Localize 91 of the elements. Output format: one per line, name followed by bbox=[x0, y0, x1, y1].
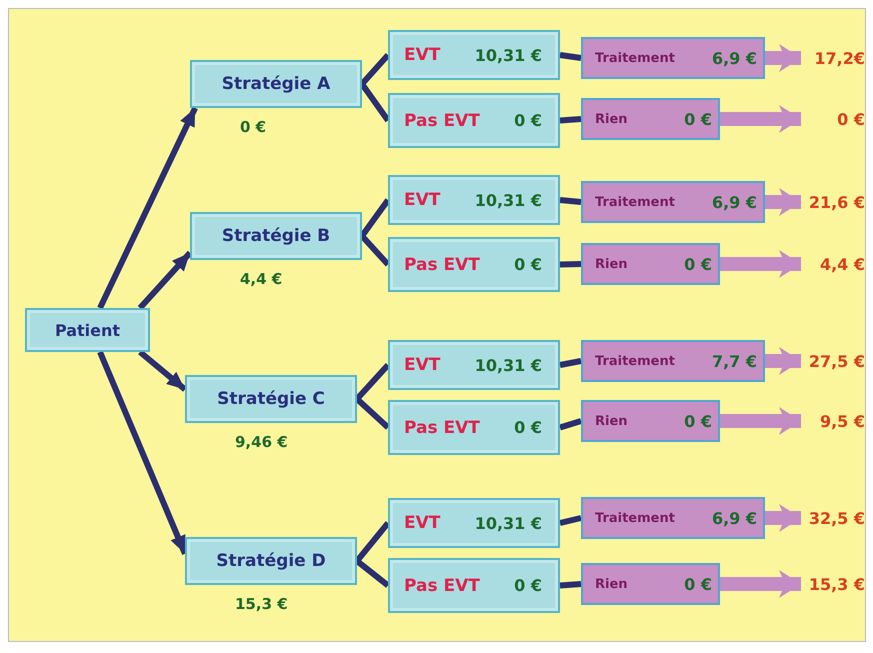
box-label: Patient bbox=[54, 320, 120, 340]
cost-value: 0 € bbox=[684, 412, 712, 430]
cost-value: 0 € bbox=[514, 255, 542, 274]
box-label: Pas EVT bbox=[404, 576, 480, 596]
cost-value: 10,31 € bbox=[474, 356, 542, 374]
box-label: Pas EVT bbox=[404, 418, 480, 438]
box-label: Pas EVT bbox=[404, 254, 480, 274]
arrow bbox=[138, 250, 192, 310]
chevron-arrow bbox=[720, 250, 801, 278]
connector-line bbox=[355, 558, 390, 588]
box-label: Traitement bbox=[595, 194, 675, 210]
outcome-box bbox=[581, 400, 720, 442]
cost-value: 10,31 € bbox=[474, 46, 542, 64]
chevron-arrow bbox=[765, 504, 801, 532]
outcome-box bbox=[581, 181, 765, 223]
cost-value: 0 € bbox=[514, 576, 542, 595]
outcome-box bbox=[581, 563, 720, 605]
cost-value: 0 € bbox=[684, 254, 712, 274]
total-cost: 15,3 € bbox=[803, 572, 865, 596]
box-label: EVT bbox=[404, 355, 440, 375]
connector-line bbox=[560, 581, 582, 588]
box-label: Pas EVT bbox=[404, 110, 480, 130]
cost-value: 6,9 € bbox=[712, 48, 757, 68]
strategy-box bbox=[185, 537, 357, 585]
connector-line bbox=[560, 116, 582, 124]
cost-value: 9,46 € bbox=[235, 433, 288, 451]
cost-value: 6,9 € bbox=[712, 192, 757, 212]
cost-value: 0 € bbox=[240, 118, 266, 136]
box-label: EVT bbox=[404, 190, 440, 210]
option-box bbox=[388, 558, 560, 613]
outcome-box bbox=[581, 497, 765, 539]
total-cost: 21,6 € bbox=[803, 190, 865, 214]
box-label: Stratégie B bbox=[222, 226, 330, 246]
cost-value: 0 € bbox=[684, 110, 712, 128]
total-cost: 17,2€ bbox=[803, 46, 865, 70]
box-label: Traitement bbox=[595, 354, 675, 368]
outcome-box bbox=[581, 243, 720, 285]
option-box bbox=[388, 93, 560, 148]
chevron-arrow bbox=[720, 407, 801, 435]
total-cost: 9,5 € bbox=[803, 409, 865, 433]
strategy-box bbox=[190, 60, 362, 108]
option-box bbox=[388, 400, 560, 455]
total-cost: 32,5 € bbox=[803, 506, 865, 530]
outcome-box bbox=[581, 37, 765, 79]
box-label: Stratégie D bbox=[216, 551, 326, 571]
box-label: Stratégie A bbox=[222, 74, 330, 94]
option-box bbox=[388, 175, 560, 225]
arrow bbox=[138, 350, 187, 392]
chevron-arrow bbox=[765, 347, 801, 375]
arrow bbox=[97, 350, 188, 555]
box-label: EVT bbox=[404, 45, 440, 65]
total-cost: 4,4 € bbox=[803, 252, 865, 276]
cost-value: 4,4 € bbox=[240, 270, 282, 288]
box-label: EVT bbox=[404, 513, 440, 533]
cost-value: 10,31 € bbox=[474, 514, 542, 532]
chevron-arrow bbox=[765, 44, 801, 72]
total-cost: 27,5 € bbox=[803, 349, 865, 373]
box-label: Rien bbox=[595, 576, 628, 592]
strategy-box bbox=[190, 212, 362, 260]
chevron-arrow bbox=[720, 570, 801, 598]
box-label: Traitement bbox=[595, 50, 675, 66]
connector-line bbox=[559, 358, 582, 368]
option-box bbox=[388, 30, 560, 80]
connector-line bbox=[559, 515, 582, 526]
option-box bbox=[388, 498, 560, 548]
option-box bbox=[388, 340, 560, 390]
option-box bbox=[388, 237, 560, 292]
start-box bbox=[25, 308, 150, 352]
box-label: Rien bbox=[595, 414, 628, 428]
connector-line bbox=[560, 52, 582, 61]
connector-line bbox=[560, 197, 582, 205]
cost-value: 15,3 € bbox=[235, 595, 288, 613]
outcome-box bbox=[581, 340, 765, 382]
box-label: Traitement bbox=[595, 510, 675, 526]
cost-value: 0 € bbox=[684, 574, 712, 594]
outcome-box bbox=[581, 98, 720, 140]
box-label: Stratégie C bbox=[217, 389, 325, 409]
arrow bbox=[97, 106, 198, 310]
cost-value: 7,7 € bbox=[712, 352, 757, 370]
chevron-arrow bbox=[720, 105, 801, 133]
cost-value: 0 € bbox=[514, 418, 542, 437]
chevron-arrow bbox=[765, 188, 801, 216]
cost-value: 6,9 € bbox=[712, 508, 757, 528]
total-cost: 0 € bbox=[803, 107, 865, 131]
connector-line bbox=[559, 418, 582, 430]
strategy-box bbox=[185, 375, 357, 423]
cost-value: 0 € bbox=[514, 111, 542, 130]
box-label: Rien bbox=[595, 112, 628, 126]
cost-value: 10,31 € bbox=[474, 190, 542, 210]
box-label: Rien bbox=[595, 256, 628, 272]
connector-line bbox=[560, 261, 582, 268]
